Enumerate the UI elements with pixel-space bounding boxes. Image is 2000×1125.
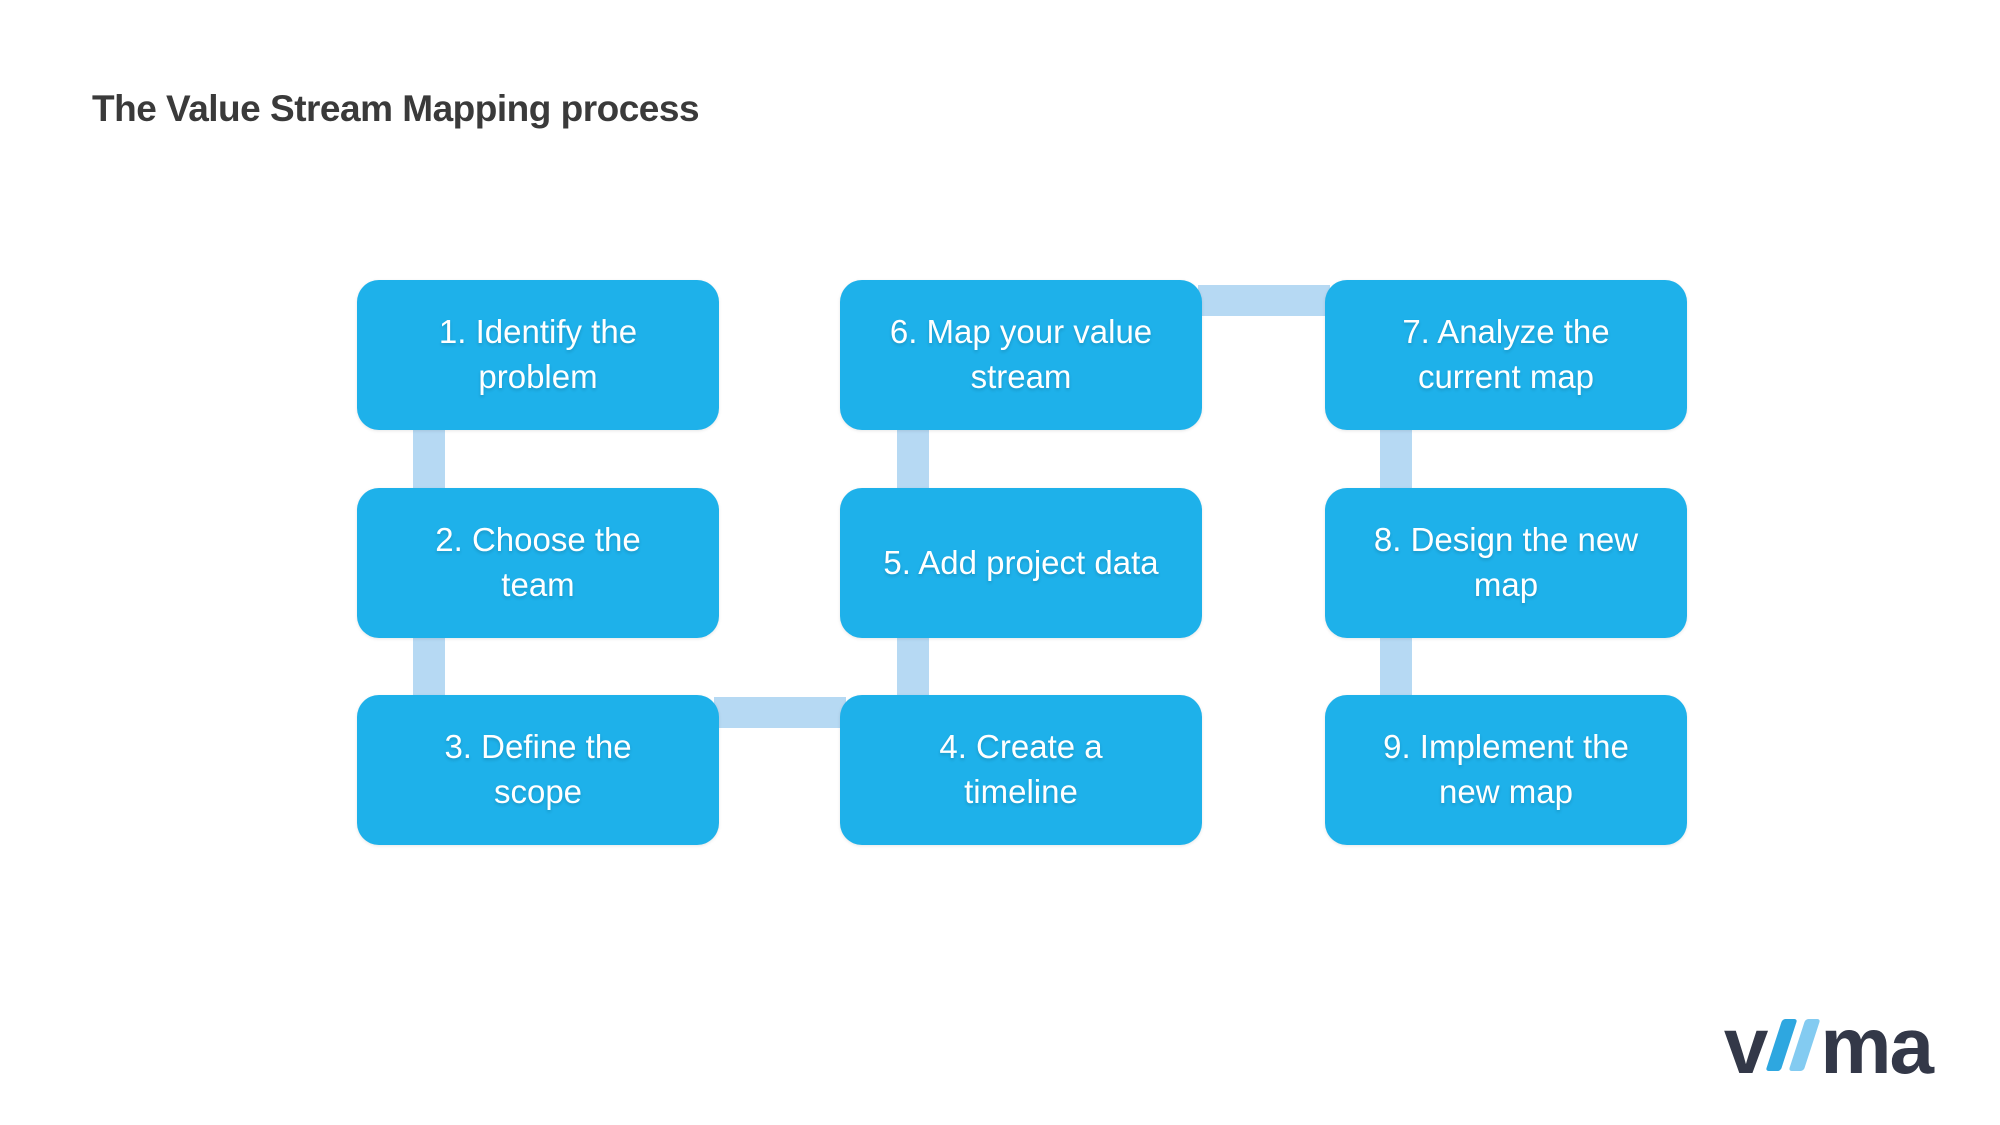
step-box-3: 3. Define the scope (357, 695, 719, 845)
step-label-9: 9. Implement the new map (1383, 728, 1629, 810)
step-label-8: 8. Design the new map (1373, 521, 1639, 603)
step-label-3: 3. Define the scope (444, 728, 632, 810)
connector-step7-step8 (1380, 428, 1412, 490)
connector-step6-step7 (1198, 285, 1330, 316)
step-label-2: 2. Choose the team (435, 521, 641, 603)
step-box-7: 7. Analyze the current map (1325, 280, 1687, 430)
step-box-5: 5. Add project data (840, 488, 1202, 638)
step-label-6: 6. Map your value stream (889, 313, 1153, 395)
viima-logo-ma: ma (1820, 1000, 1934, 1090)
connector-step4-step5 (897, 636, 929, 698)
step-box-1: 1. Identify the problem (357, 280, 719, 430)
connector-step8-step9 (1380, 636, 1412, 698)
step-label-1: 1. Identify the problem (438, 313, 638, 395)
step-label-4: 4. Create a timeline (939, 728, 1103, 810)
step-box-9: 9. Implement the new map (1325, 695, 1687, 845)
step-label-5: 5. Add project data (883, 543, 1159, 581)
step-box-2: 2. Choose the team (357, 488, 719, 638)
viima-logo-v: v (1723, 1000, 1768, 1090)
connector-step1-step2 (413, 428, 445, 490)
step-box-8: 8. Design the new map (1325, 488, 1687, 638)
connector-step2-step3 (413, 636, 445, 698)
connector-step5-step6 (897, 428, 929, 490)
viima-logo: v ma (1723, 1000, 1934, 1090)
step-box-4: 4. Create a timeline (840, 695, 1202, 845)
connector-step3-step4 (714, 697, 846, 728)
step-box-6: 6. Map your value stream (840, 280, 1202, 430)
step-label-7: 7. Analyze the current map (1402, 313, 1610, 395)
page-title: The Value Stream Mapping process (92, 88, 700, 129)
